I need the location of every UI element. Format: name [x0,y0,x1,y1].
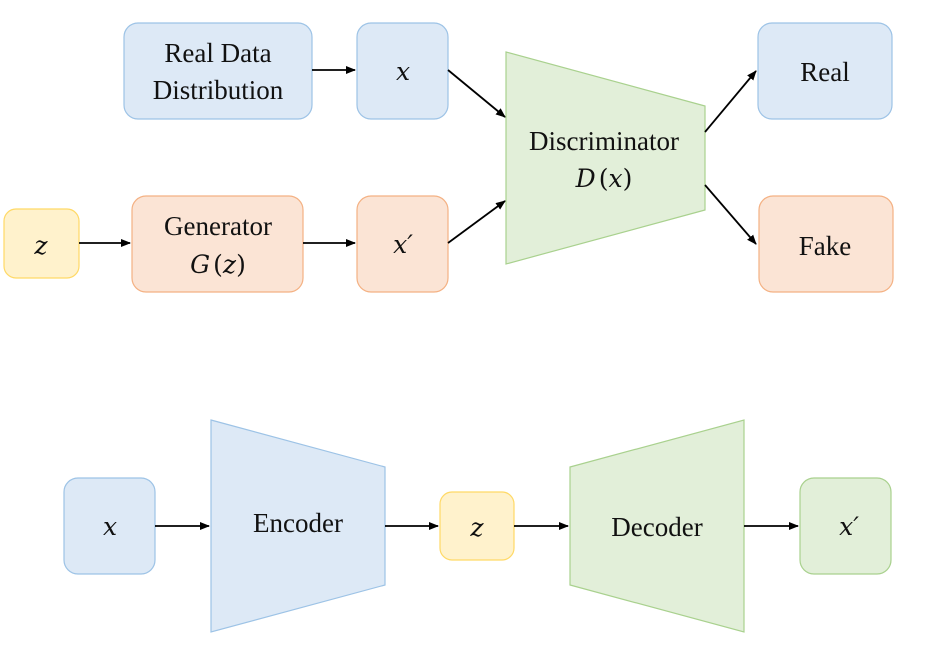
noise-z-label: z [33,231,48,260]
discriminator-block: Discriminator D(x) [505,51,706,265]
generator-label: Generator [164,211,272,241]
generator-formula: G(z) [190,250,246,279]
ae-input-x-box: x [63,477,156,575]
generated-sample-label: x′ [393,230,413,259]
generator-box: Generator G(z) [131,195,304,293]
arrow-discriminator-to-real [704,70,757,133]
generator-fn: G [190,250,210,279]
decoder-label: Decoder [611,512,702,542]
decoder-block: Decoder [569,419,745,633]
ae-input-x-label: x [103,512,117,541]
autoencoder-diagram: x Encoder z Decoder x′ [63,419,892,633]
real-sample-x-label: x [396,57,410,86]
real-data-label-line1: Real Data [164,38,271,68]
ae-output-x-prime-label: x′ [839,512,859,541]
real-output-label: Real [800,57,849,87]
arrow-discriminator-to-fake [704,184,757,245]
encoder-block: Encoder [210,419,386,633]
generator-arg: z [222,250,237,279]
generated-sample-box: x′ [356,195,449,293]
real-sample-x-box: x [356,22,449,120]
arrow-x-prime-to-discriminator [447,200,506,244]
ae-output-x-prime-box: x′ [799,477,892,575]
real-data-label-line2: Distribution [153,75,284,105]
noise-z-box: z [3,208,80,279]
real-data-distribution-box: Real Data Distribution [123,22,313,120]
encoder-label: Encoder [253,508,343,538]
discriminator-label: Discriminator [529,126,679,156]
latent-z-label: z [469,513,484,542]
gan-diagram: Real Data Distribution x z Generator G(z… [3,22,894,293]
fake-output-box: Fake [758,195,894,293]
latent-z-box: z [439,491,515,561]
discriminator-formula: D(x) [575,164,633,193]
real-output-box: Real [757,22,893,120]
fake-output-label: Fake [799,231,852,261]
discriminator-fn: D [575,164,596,193]
arrow-x-to-discriminator [447,69,506,118]
discriminator-arg: x [608,164,622,193]
